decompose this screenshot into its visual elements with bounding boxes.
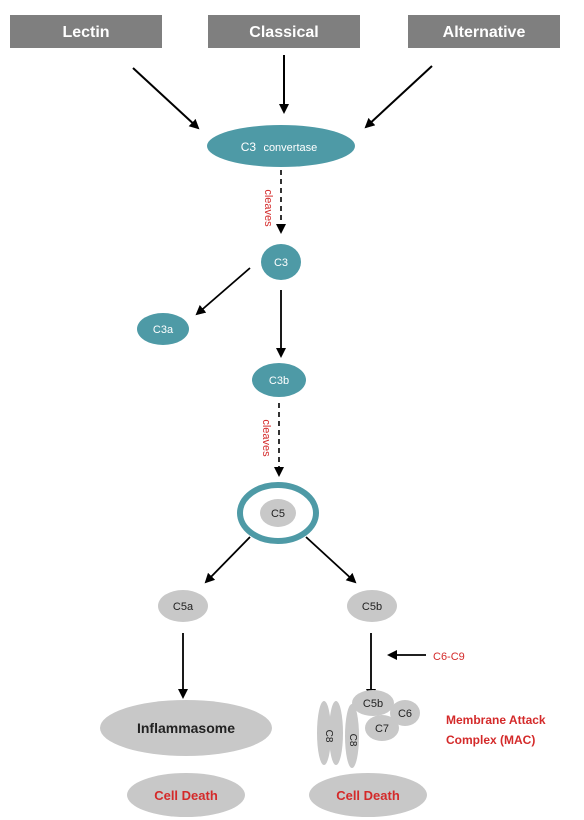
lectin-label: Lectin xyxy=(62,24,109,41)
classical-pathway-box: Classical xyxy=(208,15,360,48)
cell-death-left-label: Cell Death xyxy=(154,788,218,803)
c6-c9-label: C6-C9 xyxy=(433,651,465,663)
c9-label: C8 xyxy=(347,734,358,747)
inflammasome-node: Inflammasome xyxy=(100,700,272,756)
c3b-node: C3b xyxy=(252,363,306,397)
c5-to-c5b-arrow xyxy=(305,536,357,584)
inflammasome-label: Inflammasome xyxy=(137,720,235,736)
mac-c5b-label: C5b xyxy=(363,698,383,710)
c5a-node: C5a xyxy=(158,590,208,622)
c3b-label: C3b xyxy=(269,375,289,387)
c3a-node: C3a xyxy=(137,313,189,345)
lectin-pathway-box: Lectin xyxy=(10,15,162,48)
lectin-arrow xyxy=(132,67,200,130)
c9-barrel-3 xyxy=(345,704,359,768)
svg-text:C3 convertase: C3 convertase xyxy=(241,140,318,154)
c5-to-c5a-arrow xyxy=(204,536,251,584)
alternative-arrow xyxy=(364,65,433,129)
cell-death-right-label: Cell Death xyxy=(336,788,400,803)
c3-convertase-c3-text: C3 xyxy=(241,140,257,154)
mac-c7-label: C7 xyxy=(375,723,389,735)
mac-c6-node xyxy=(390,700,420,726)
mac-label-line1: Membrane Attack xyxy=(446,713,546,727)
c3-to-c3a-arrow xyxy=(195,267,251,316)
c5b-node: C5b xyxy=(347,590,397,622)
c8-label: C8 xyxy=(323,730,334,743)
c3a-label: C3a xyxy=(153,324,174,336)
classical-label: Classical xyxy=(249,24,318,41)
mac-c6-label: C6 xyxy=(398,708,412,720)
cleaves-label-2: cleaves xyxy=(260,419,272,457)
c5-label: C5 xyxy=(271,508,285,520)
c5b-label: C5b xyxy=(362,601,382,613)
mac-complex: C8 C8 C5b C6 C7 xyxy=(317,690,420,768)
cleaves-label-1: cleaves xyxy=(262,189,274,227)
c3-label: C3 xyxy=(274,257,288,269)
c5-node: C5 xyxy=(237,482,319,544)
c9-barrel-1 xyxy=(317,701,331,765)
c3-node: C3 xyxy=(261,244,301,280)
mac-c5b-node xyxy=(352,690,394,716)
cell-death-right-node: Cell Death xyxy=(309,773,427,817)
c9-barrel-2 xyxy=(329,701,343,765)
cell-death-left-node: Cell Death xyxy=(127,773,245,817)
c3-convertase-node: C3 convertase xyxy=(207,125,355,167)
alternative-label: Alternative xyxy=(443,24,526,41)
c3-convertase-rest-text: convertase xyxy=(263,142,317,154)
c5a-label: C5a xyxy=(173,601,194,613)
alternative-pathway-box: Alternative xyxy=(408,15,560,48)
mac-label-line2: Complex (MAC) xyxy=(446,733,535,747)
mac-c7-node xyxy=(365,715,399,741)
